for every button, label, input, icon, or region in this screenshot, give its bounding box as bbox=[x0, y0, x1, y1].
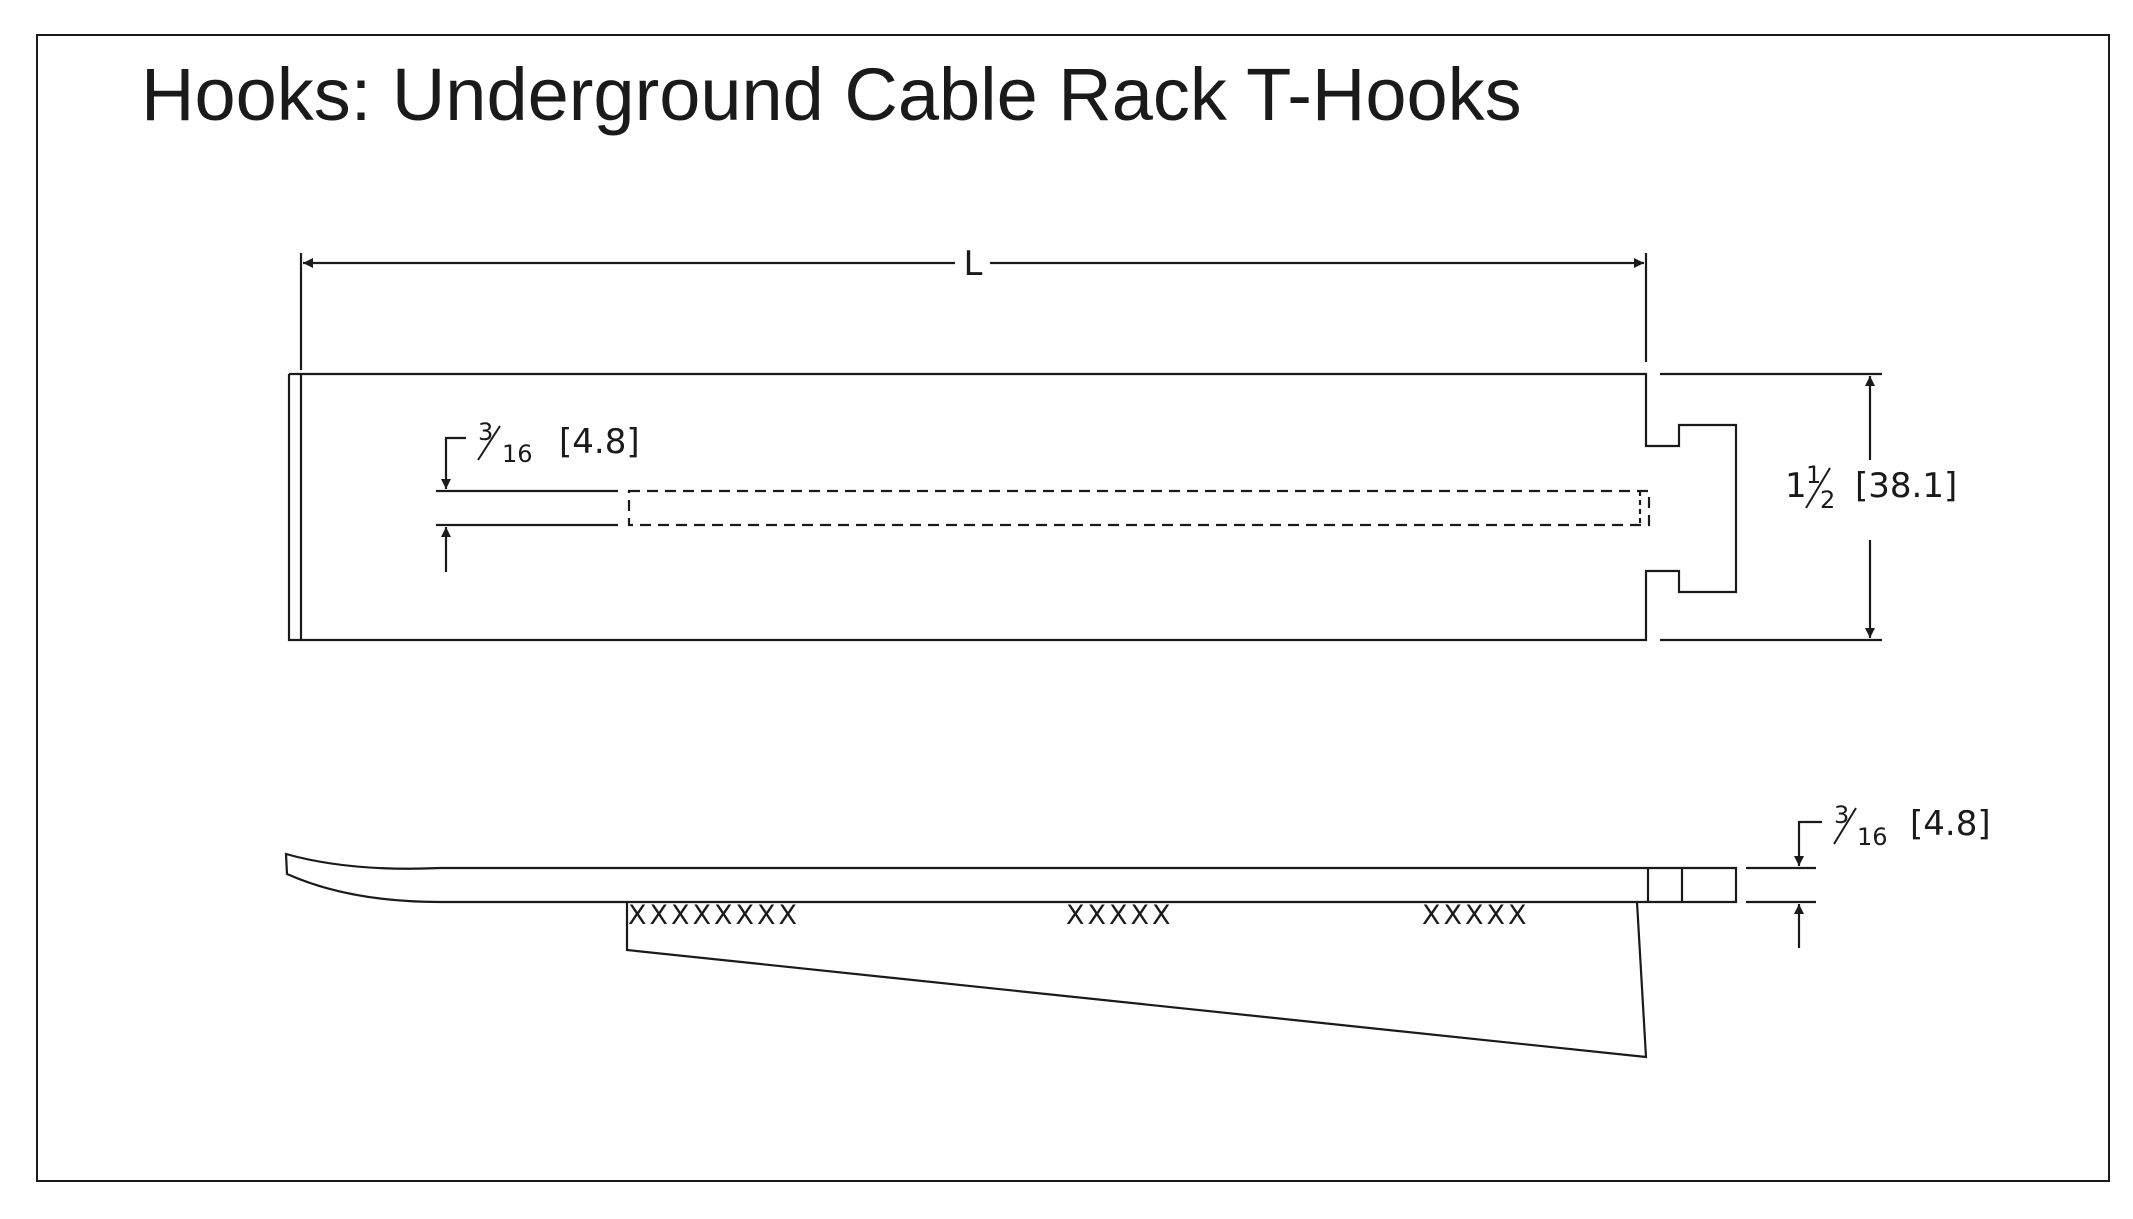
slot-fraction-bar bbox=[477, 425, 501, 461]
thickness-fraction-bar bbox=[1833, 807, 1857, 845]
width-whole-number: 1 bbox=[1785, 466, 1807, 506]
thickness-fraction-denominator: 16 bbox=[1857, 823, 1888, 851]
weld-marks-middle: XXXXX bbox=[1066, 900, 1173, 931]
slot-width-label: 3 16 [4.8] bbox=[477, 418, 640, 468]
weld-marks-right: XXXXX bbox=[1422, 900, 1529, 931]
overall-width-label: 1 1 2 [38.1] bbox=[1785, 461, 1957, 514]
slot-fraction-numerator: 3 bbox=[478, 418, 493, 446]
page-title: Hooks: Underground Cable Rack T-Hooks bbox=[141, 53, 1522, 136]
gusset-plate-outline bbox=[625, 901, 1648, 1059]
weld-marks-left: XXXXXXXX bbox=[628, 900, 800, 931]
thickness-leader-top bbox=[1794, 820, 1822, 866]
top-view bbox=[287, 253, 1882, 642]
slot-leader-top bbox=[441, 436, 466, 489]
thickness-metric-value: [4.8] bbox=[1910, 804, 1991, 844]
width-fraction-numerator: 1 bbox=[1806, 461, 1821, 489]
slot-metric-value: [4.8] bbox=[559, 422, 640, 462]
width-metric-value: [38.1] bbox=[1855, 466, 1957, 506]
width-fraction-bar bbox=[1805, 467, 1831, 509]
width-fraction-denominator: 2 bbox=[1820, 486, 1835, 514]
slot-fraction-denominator: 16 bbox=[502, 440, 533, 468]
hook-body-outline bbox=[287, 372, 1738, 642]
thickness-fraction-numerator: 3 bbox=[1834, 801, 1849, 829]
drawing-border bbox=[36, 34, 2110, 1182]
length-label: L bbox=[964, 244, 983, 284]
hidden-slot bbox=[627, 489, 1651, 527]
side-view bbox=[284, 820, 1822, 1059]
thickness-label: 3 16 [4.8] bbox=[1833, 801, 1991, 851]
hook-bar-profile bbox=[284, 852, 1738, 904]
